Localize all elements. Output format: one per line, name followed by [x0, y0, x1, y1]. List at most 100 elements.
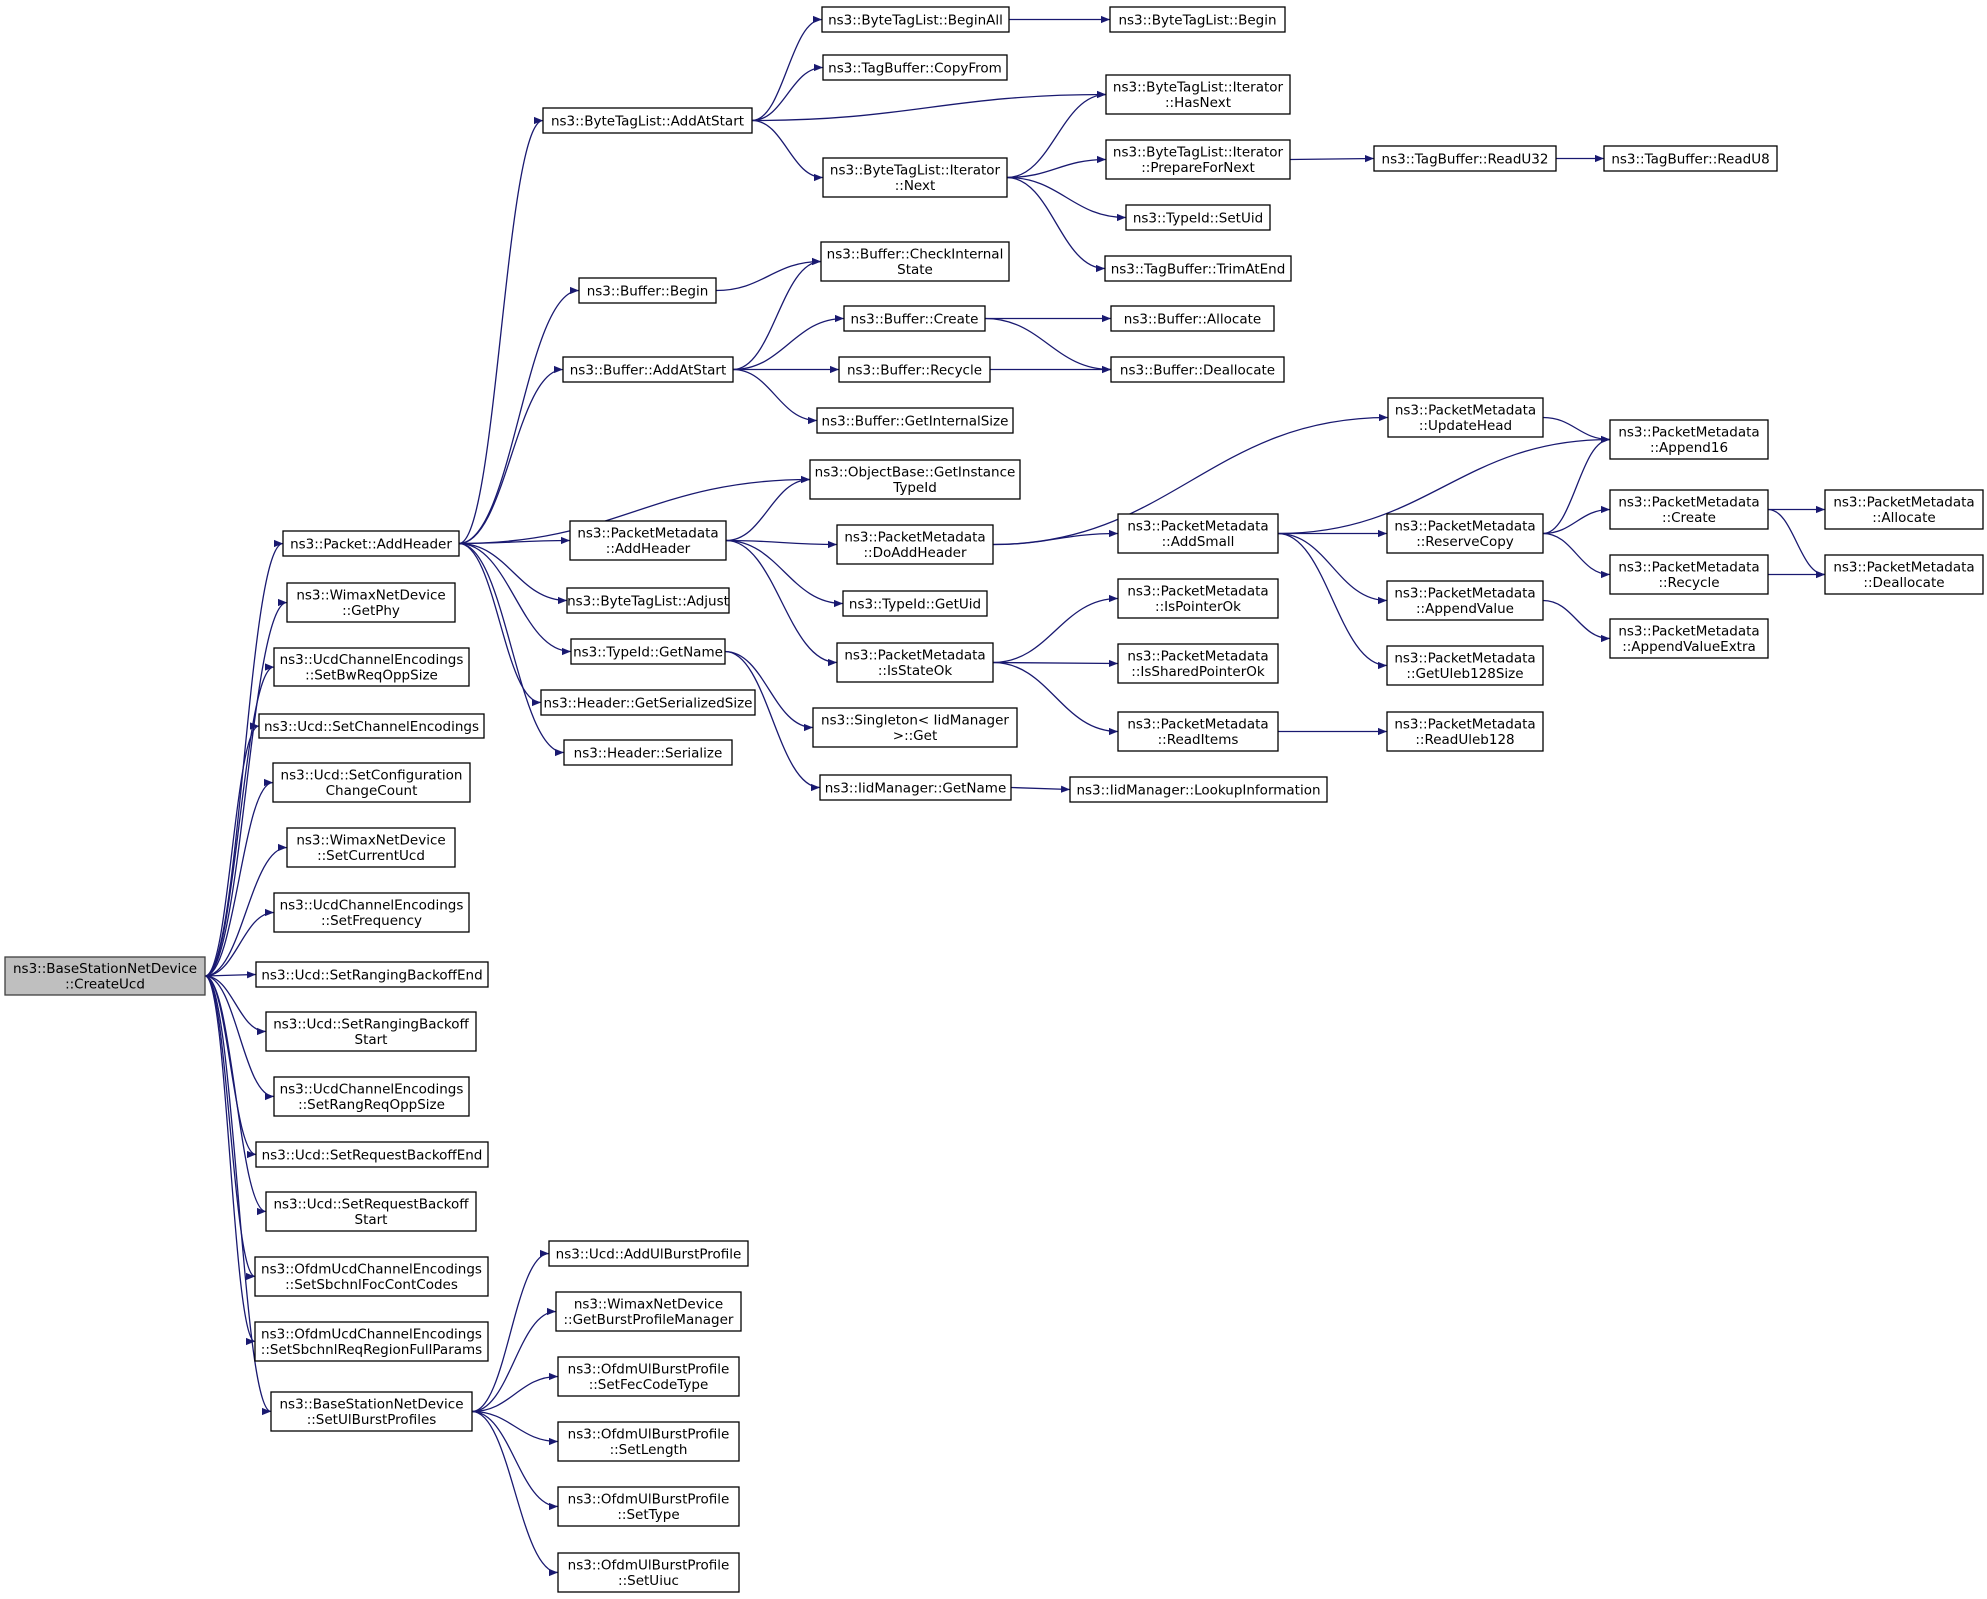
call-edge-addheader-to-btl_addatstart [458, 117, 544, 545]
node-label: ns3::BaseStationNetDevice [279, 1397, 463, 1413]
node-oubp_setfec[interactable]: ns3::OfdmUlBurstProfile::SetFecCodeType [557, 1356, 740, 1397]
node-oubp_settype[interactable]: ns3::OfdmUlBurstProfile::SetType [557, 1486, 740, 1527]
node-createucd[interactable]: ns3::BaseStationNetDevice::CreateUcd [4, 956, 206, 996]
node-label: ::IsPointerOk [1155, 599, 1241, 615]
node-hdr_getsersize[interactable]: ns3::Header::GetSerializedSize [540, 689, 756, 716]
node-pm_readuleb[interactable]: ns3::PacketMetadata::ReadUleb128 [1386, 711, 1544, 752]
node-btli_hasnext[interactable]: ns3::ByteTagList::Iterator::HasNext [1105, 74, 1291, 115]
node-pm_getuleb[interactable]: ns3::PacketMetadata::GetUleb128Size [1386, 645, 1544, 686]
node-pm_issharedptrok[interactable]: ns3::PacketMetadata::IsSharedPointerOk [1117, 643, 1279, 684]
node-setulbp[interactable]: ns3::BaseStationNetDevice::SetUlBurstPro… [270, 1391, 473, 1432]
node-tb_trimatend[interactable]: ns3::TagBuffer::TrimAtEnd [1104, 255, 1292, 282]
node-box [812, 707, 1018, 748]
node-btli_prepnext[interactable]: ns3::ByteTagList::Iterator::PrepareForNe… [1105, 139, 1291, 180]
node-pm_addsmall[interactable]: ns3::PacketMetadata::AddSmall [1117, 513, 1279, 554]
node-setrangreq[interactable]: ns3::UcdChannelEncodings::SetRangReqOppS… [273, 1076, 470, 1117]
node-addheader[interactable]: ns3::Packet::AddHeader [282, 530, 460, 557]
node-getphy[interactable]: ns3::WimaxNetDevice::GetPhy [286, 582, 456, 623]
node-setfreq[interactable]: ns3::UcdChannelEncodings::SetFrequency [273, 892, 470, 933]
node-label: ::UpdateHead [1419, 418, 1512, 434]
node-tb_readu32[interactable]: ns3::TagBuffer::ReadU32 [1373, 145, 1557, 172]
call-edge-buf_begin-to-buf_checkint [715, 257, 822, 292]
node-buf_deallocate[interactable]: ns3::Buffer::Deallocate [1110, 356, 1285, 383]
node-setreqend[interactable]: ns3::Ucd::SetRequestBackoffEnd [255, 1141, 489, 1168]
node-tid_getname[interactable]: ns3::TypeId::GetName [570, 638, 726, 665]
node-label: ns3::ByteTagList::BeginAll [828, 12, 1003, 28]
node-pm_readitems[interactable]: ns3::PacketMetadata::ReadItems [1117, 711, 1279, 752]
call-edge-pm_addsmall-to-pm_appendvalue [1277, 532, 1388, 605]
node-btl_beginall[interactable]: ns3::ByteTagList::BeginAll [821, 6, 1010, 33]
call-edge-pm_isstateok-to-pm_ispointerok [992, 594, 1119, 664]
node-label: ::SetUiuc [618, 1573, 679, 1589]
node-box [255, 961, 489, 988]
node-tid_getuid[interactable]: ns3::TypeId::GetUid [842, 590, 988, 617]
node-box [1386, 645, 1544, 686]
call-edge-pm_addheader-to-ob_getinst [725, 475, 811, 542]
node-iid_lookup[interactable]: ns3::IidManager::LookupInformation [1069, 776, 1328, 803]
node-buf_begin[interactable]: ns3::Buffer::Begin [578, 277, 717, 304]
node-pm_deallocate[interactable]: ns3::PacketMetadata::Deallocate [1824, 554, 1984, 595]
node-tid_setuid[interactable]: ns3::TypeId::SetUid [1125, 204, 1271, 231]
node-pm_addheader[interactable]: ns3::PacketMetadata::AddHeader [569, 520, 727, 561]
node-btli_next[interactable]: ns3::ByteTagList::Iterator::Next [822, 157, 1008, 198]
node-setsbfoc[interactable]: ns3::OfdmUcdChannelEncodings::SetSbchnlF… [254, 1256, 489, 1297]
node-label: ::SetLength [610, 1442, 688, 1458]
node-pm_updatehead[interactable]: ns3::PacketMetadata::UpdateHead [1387, 397, 1544, 438]
node-setbwreq[interactable]: ns3::UcdChannelEncodings::SetBwReqOppSiz… [273, 647, 470, 687]
node-pm_allocate[interactable]: ns3::PacketMetadata::Allocate [1824, 489, 1984, 530]
node-setsbreq[interactable]: ns3::OfdmUcdChannelEncodings::SetSbchnlR… [254, 1321, 489, 1362]
node-box [258, 713, 485, 739]
node-oubp_setuiuc[interactable]: ns3::OfdmUlBurstProfile::SetUiuc [557, 1552, 740, 1593]
node-pm_create[interactable]: ns3::PacketMetadata::Create [1609, 489, 1769, 530]
call-edge-createucd-to-setsbfoc [204, 975, 256, 1280]
node-tb_readu8[interactable]: ns3::TagBuffer::ReadU8 [1603, 145, 1778, 172]
node-buf_getintsize[interactable]: ns3::Buffer::GetInternalSize [816, 407, 1014, 434]
call-edge-createucd-to-setrangend [204, 971, 257, 979]
node-label: ns3::Ucd::SetRequestBackoffEnd [262, 1147, 483, 1163]
node-label: ::ReadUleb128 [1415, 732, 1514, 748]
node-box [1824, 489, 1984, 530]
node-label: ns3::Buffer::GetInternalSize [822, 413, 1009, 429]
node-oubp_setlen[interactable]: ns3::OfdmUlBurstProfile::SetLength [557, 1421, 740, 1462]
node-box [1387, 397, 1544, 438]
node-btl_addatstart[interactable]: ns3::ByteTagList::AddAtStart [542, 107, 753, 134]
node-box [838, 356, 991, 383]
node-btl_adjust[interactable]: ns3::ByteTagList::Adjust [566, 587, 730, 614]
call-edge-createucd-to-setbwreq [204, 663, 275, 977]
node-setcurucd[interactable]: ns3::WimaxNetDevice::SetCurrentUcd [286, 827, 456, 868]
node-pm_recycle[interactable]: ns3::PacketMetadata::Recycle [1609, 554, 1769, 595]
node-pm_append16[interactable]: ns3::PacketMetadata::Append16 [1609, 419, 1769, 460]
node-pm_doaddheader[interactable]: ns3::PacketMetadata::DoAddHeader [836, 524, 994, 565]
node-box [286, 582, 456, 623]
node-box [265, 1011, 477, 1052]
node-singleton_get[interactable]: ns3::Singleton< IidManager>::Get [812, 707, 1018, 748]
node-iid_getname[interactable]: ns3::IidManager::GetName [819, 774, 1012, 801]
node-wnd_getbpm[interactable]: ns3::WimaxNetDevice::GetBurstProfileMana… [555, 1291, 742, 1332]
node-buf_allocate[interactable]: ns3::Buffer::Allocate [1110, 305, 1275, 332]
node-pm_isstateok[interactable]: ns3::PacketMetadata::IsStateOk [836, 642, 994, 683]
node-btl_begin[interactable]: ns3::ByteTagList::Begin [1109, 6, 1286, 33]
node-box [1117, 643, 1279, 684]
node-buf_create[interactable]: ns3::Buffer::Create [843, 305, 986, 332]
node-hdr_serialize[interactable]: ns3::Header::Serialize [563, 739, 733, 766]
node-pm_appendvalue[interactable]: ns3::PacketMetadata::AppendValue [1386, 580, 1544, 621]
node-box [273, 647, 470, 687]
node-pm_ispointerok[interactable]: ns3::PacketMetadata::IsPointerOk [1117, 578, 1279, 619]
node-tb_copyfrom[interactable]: ns3::TagBuffer::CopyFrom [822, 54, 1008, 81]
node-ucd_addulbp[interactable]: ns3::Ucd::AddUlBurstProfile [548, 1240, 749, 1267]
node-buf_recycle[interactable]: ns3::Buffer::Recycle [838, 356, 991, 383]
node-label: ns3::PacketMetadata [1127, 649, 1268, 665]
node-setrangend[interactable]: ns3::Ucd::SetRangingBackoffEnd [255, 961, 489, 988]
node-pm_reservecopy[interactable]: ns3::PacketMetadata::ReserveCopy [1386, 513, 1544, 554]
node-box [1824, 554, 1984, 595]
node-label: ns3::PacketMetadata [844, 530, 985, 546]
node-pm_appendvalex[interactable]: ns3::PacketMetadata::AppendValueExtra [1609, 618, 1769, 659]
node-box [836, 524, 994, 565]
node-setchanenc[interactable]: ns3::Ucd::SetChannelEncodings [258, 713, 485, 739]
node-buf_addatstart[interactable]: ns3::Buffer::AddAtStart [562, 356, 734, 383]
